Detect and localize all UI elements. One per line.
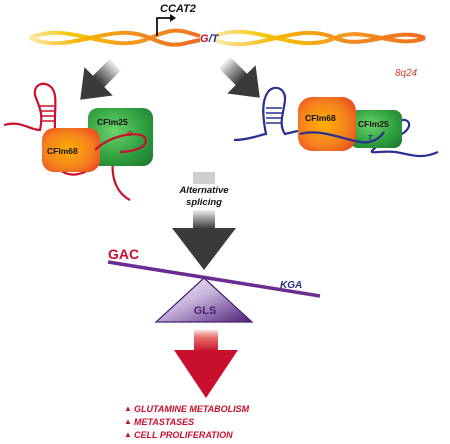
arrow-right-down-icon: [218, 56, 260, 98]
outcome-item: GLUTAMINE METABOLISM: [134, 404, 250, 414]
cfim68-label-left: CFIm68: [47, 146, 78, 156]
cfim68-label-right: CFIm68: [305, 113, 336, 123]
cfim25-label-right: CFIm25: [358, 119, 389, 129]
outcome-item: CELL PROLIFERATION: [134, 430, 233, 440]
gac-label: GAC: [108, 246, 139, 262]
right-allele-mark: T: [368, 135, 373, 142]
cfim68-protein-left: [42, 128, 100, 172]
gene-name: CCAT2: [160, 3, 196, 15]
allele-t: T: [212, 33, 220, 45]
red-down-arrow-icon: [174, 330, 238, 398]
balance-beam: [107, 260, 321, 298]
gls-label: GLS: [194, 305, 217, 317]
allele-separator: /: [208, 33, 214, 45]
cfim25-label-left: CFIm25: [97, 117, 128, 127]
up-arrow-icon: ▲: [124, 430, 132, 439]
right-rna-complex: CFIm68 CFIm25 T: [233, 86, 439, 158]
promoter-arrowhead-icon: [170, 14, 176, 22]
up-arrow-icon: ▲: [124, 417, 132, 426]
outcome-list: ▲ GLUTAMINE METABOLISM ▲ METASTASES ▲ CE…: [124, 404, 250, 440]
up-arrow-icon: ▲: [124, 404, 132, 413]
splicing-arrow-icon: [172, 172, 236, 270]
left-rna-complex: CFIm25 CFIm68 G: [3, 82, 153, 201]
locus-label: 8q24: [395, 68, 418, 79]
splicing-label-line1: Alternative: [178, 185, 229, 196]
splicing-label-line2: splicing: [186, 197, 222, 208]
outcome-item: METASTASES: [134, 417, 194, 427]
dna-helix: [29, 28, 426, 47]
promoter-arrow-icon: [156, 17, 170, 36]
arrow-left-down-icon: [80, 58, 122, 100]
snp-alleles: G/T: [200, 33, 220, 45]
left-allele-mark: G: [127, 131, 133, 138]
kga-label: KGA: [280, 280, 302, 291]
cfim25-protein-right: [350, 110, 402, 148]
cfim68-protein-right: [298, 97, 356, 151]
gls-pyramid: [154, 277, 254, 323]
allele-g: G: [200, 33, 209, 45]
